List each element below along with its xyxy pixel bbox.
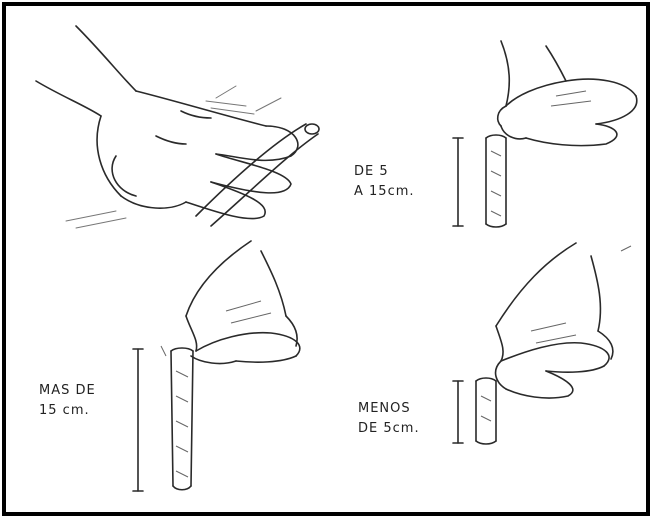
panel-long-thread: MAS DE 15 cm. (21, 231, 331, 506)
short-thread-illustration (336, 231, 646, 506)
panel-medium-thread: DE 5 A 15cm. (336, 26, 646, 241)
rolling-hand-illustration (6, 6, 326, 236)
long-thread-illustration (21, 231, 331, 506)
medium-thread-label: DE 5 A 15cm. (354, 162, 415, 202)
panel-short-thread: MENOS DE 5cm. (336, 231, 646, 506)
short-thread-label: MENOS DE 5cm. (358, 399, 420, 439)
medium-thread-label-line-2: A 15cm. (354, 182, 415, 202)
panel-rolling (6, 6, 326, 236)
short-thread-label-line-2: DE 5cm. (358, 419, 420, 439)
short-thread-label-line-1: MENOS (358, 399, 420, 419)
long-thread-label-line-1: MAS DE (39, 381, 96, 401)
long-thread-label-line-2: 15 cm. (39, 401, 96, 421)
medium-thread-label-line-1: DE 5 (354, 162, 415, 182)
medium-thread-illustration (336, 26, 646, 241)
long-thread-label: MAS DE 15 cm. (39, 381, 96, 421)
